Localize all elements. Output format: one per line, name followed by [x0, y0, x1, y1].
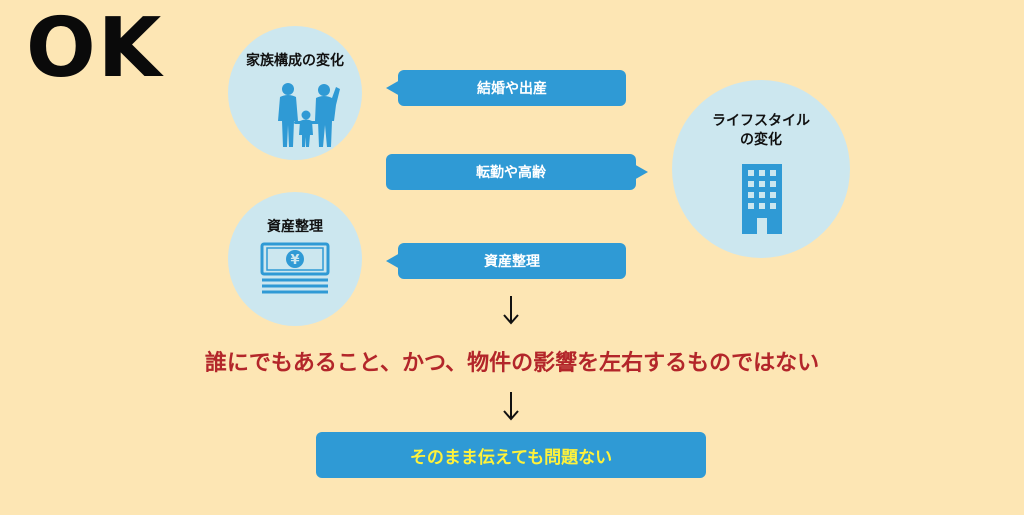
- family-icon: [278, 83, 340, 147]
- relocation-aging-text: 転勤や高齢: [476, 165, 546, 181]
- conclusion-box: そのまま伝えても問題ない: [316, 432, 706, 478]
- pill-tail-right: [634, 164, 648, 180]
- lifestyle-change-label: ライフスタイル の変化: [712, 113, 810, 148]
- svg-text:¥: ¥: [290, 253, 299, 268]
- down-arrow-icon: [503, 296, 519, 325]
- down-arrow-icon: [503, 392, 519, 421]
- ok-title: OK: [26, 1, 164, 96]
- conclusion-text: そのまま伝えても問題ない: [409, 447, 613, 468]
- marriage-birth-pill: 結婚や出産: [386, 70, 626, 106]
- lifestyle-change-circle: ライフスタイル の変化: [672, 80, 850, 258]
- pill-tail-left: [386, 80, 400, 96]
- relocation-aging-pill: 転勤や高齢: [386, 154, 648, 190]
- asset-organization-circle: 資産整理 ¥: [228, 192, 362, 326]
- family-change-circle: 家族構成の変化: [228, 26, 362, 160]
- yen-banknote-icon: ¥: [260, 242, 330, 294]
- asset-organization-label: 資産整理: [267, 219, 323, 235]
- building-icon: [742, 164, 782, 234]
- explanation-statement: 誰にでもあること、かつ、物件の影響を左右するものではない: [204, 351, 820, 376]
- asset-organization-pill-text: 資産整理: [484, 254, 540, 270]
- asset-organization-pill: 資産整理: [386, 243, 626, 279]
- pill-tail-left: [386, 253, 400, 269]
- family-change-label: 家族構成の変化: [246, 53, 344, 69]
- marriage-birth-text: 結婚や出産: [477, 81, 547, 97]
